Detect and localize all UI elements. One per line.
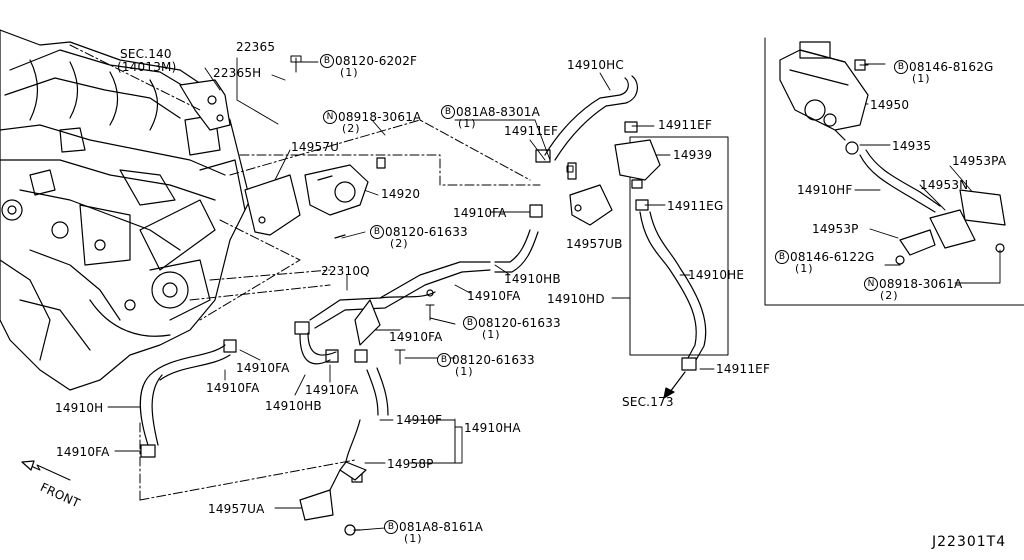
bolt-b8-code: 08146-6122G	[790, 250, 875, 264]
canister-14950-illustration	[779, 41, 1006, 265]
hose-14910hc-illustration	[535, 75, 638, 180]
part-14958p: 14958P	[387, 457, 434, 471]
bolt-circle-b3: B	[370, 225, 384, 239]
part-14910h: 14910H	[55, 401, 104, 415]
part-14953pa: 14953PA	[952, 154, 1007, 168]
nut-circle-n1: N	[323, 110, 337, 124]
part-14911ef-left: 14911EF	[504, 124, 559, 138]
part-14910fa-low: 14910FA	[56, 445, 110, 459]
part-14910he: 14910HE	[688, 268, 745, 282]
bolt-circle-b7: B	[894, 60, 908, 74]
ref-sec173: SEC.173	[622, 395, 674, 409]
part-14910ha: 14910HA	[464, 421, 521, 435]
bolt-b7-qty: (1)	[912, 72, 931, 85]
bolt-b4-qty: (1)	[482, 328, 501, 341]
bolt-circle-b2: B	[441, 105, 455, 119]
part-14911eg: 14911EG	[667, 199, 724, 213]
part-14953p: 14953P	[812, 222, 859, 236]
part-14911ef-bot: 14911EF	[716, 362, 771, 376]
bolt-b2-qty: (1)	[458, 117, 477, 130]
part-22310q: 22310Q	[321, 264, 370, 278]
bolt-circle-b8: B	[775, 250, 789, 264]
bolt-circle-b6: B	[384, 520, 398, 534]
part-14910hb-low: 14910HB	[265, 399, 322, 413]
bolt-b7-code: 08146-8162G	[909, 60, 994, 74]
part-22365h: 22365H	[213, 66, 262, 80]
nut-circle-n2: N	[864, 277, 878, 291]
ref-sec140-sub: (14013M)	[117, 60, 177, 74]
part-14910f: 14910F	[396, 413, 443, 427]
part-22365: 22365	[236, 40, 276, 54]
engine-block-illustration	[0, 29, 251, 391]
part-14910fa-c: 14910FA	[389, 330, 443, 344]
bolt-b5-code: 08120-61633	[452, 353, 535, 367]
part-14910fa-l2: 14910FA	[206, 381, 260, 395]
part-14911ef-top: 14911EF	[658, 118, 713, 132]
bolt-b6-qty: (1)	[404, 532, 423, 545]
bolt-b3-qty: (2)	[390, 237, 409, 250]
diagram-id: J22301T4	[932, 534, 1007, 550]
nut-n1-qty: (2)	[342, 122, 361, 135]
nut-n2-qty: (2)	[880, 289, 899, 302]
nut-n2-code: 08918-3061A	[879, 277, 963, 291]
part-14910fa-l: 14910FA	[236, 361, 290, 375]
bolt-circle-b4: B	[463, 316, 477, 330]
part-14920: 14920	[381, 187, 421, 201]
part-14910fa-c2: 14910FA	[305, 383, 359, 397]
part-14957ua: 14957UA	[208, 502, 265, 516]
part-14910fa-mid2: 14910FA	[467, 289, 521, 303]
part-14957u: 14957U	[291, 140, 340, 154]
part-14910hc: 14910HC	[567, 58, 624, 72]
nut-n1-code: 08918-3061A	[338, 110, 422, 124]
valve-14939-illustration	[614, 139, 707, 399]
part-14953n: 14953N	[920, 178, 969, 192]
bolt-circle-b5: B	[437, 353, 451, 367]
bolt-b6-code: 081A8-8161A	[399, 520, 484, 534]
vacuum-hoses-illustration	[139, 204, 543, 536]
part-14910hf: 14910HF	[797, 183, 853, 197]
part-14910fa-mid: 14910FA	[453, 206, 507, 220]
purge-valve-illustration	[244, 157, 386, 239]
bolt-b1-qty: (1)	[340, 66, 359, 79]
bolt-b2-code: 081A8-8301A	[456, 105, 541, 119]
bolt-b5-qty: (1)	[455, 365, 474, 378]
part-14935: 14935	[892, 139, 932, 153]
part-14910hb-mid: 14910HB	[504, 272, 561, 286]
bolt-circle-b1: B	[320, 54, 334, 68]
part-14950: 14950	[870, 98, 910, 112]
bolt-b3-code: 08120-61633	[385, 225, 468, 239]
ref-sec140: SEC.140	[120, 47, 172, 61]
part-14939: 14939	[673, 148, 713, 162]
bolt-b8-qty: (1)	[795, 262, 814, 275]
bolt-b1-code: 08120-6202F	[335, 54, 418, 68]
part-14910hd: 14910HD	[547, 292, 605, 306]
part-14957ub: 14957UB	[566, 237, 623, 251]
bolt-b4-code: 08120-61633	[478, 316, 561, 330]
